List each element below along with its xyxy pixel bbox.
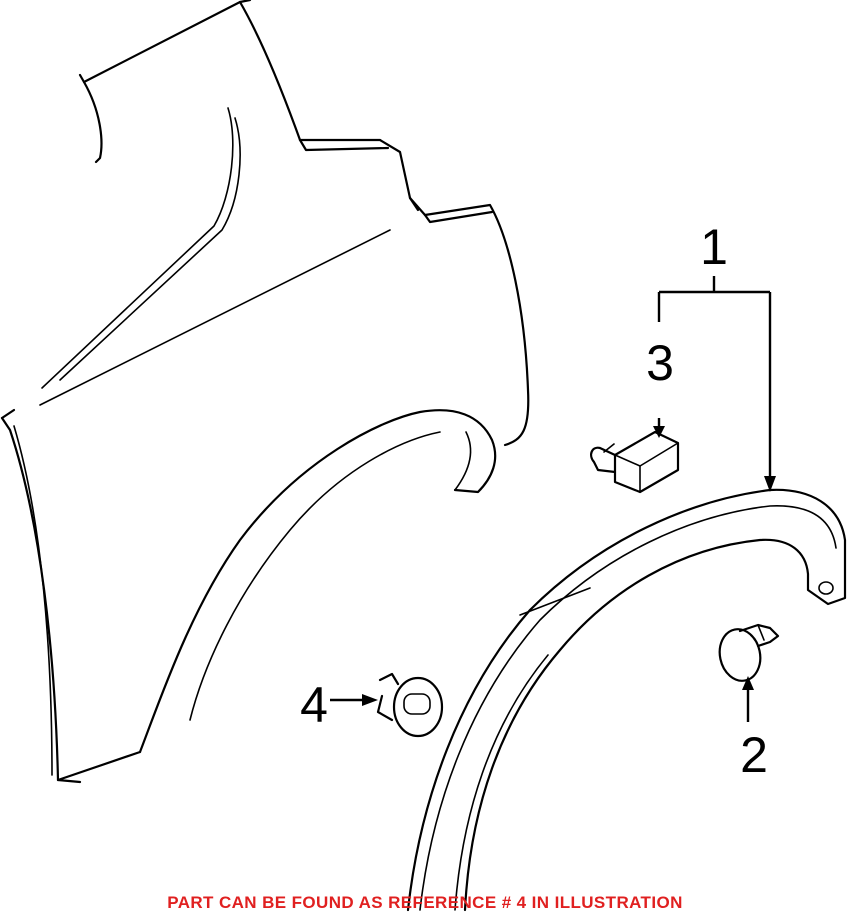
push-pin-part-2 bbox=[718, 623, 780, 682]
quarter-panel bbox=[0, 0, 530, 784]
callout-4: 4 bbox=[300, 677, 328, 733]
callout-2: 2 bbox=[740, 727, 768, 783]
callout-3: 3 bbox=[646, 335, 674, 391]
arrow-to-part-2 bbox=[742, 676, 754, 690]
reference-note: PART CAN BE FOUND AS REFERENCE # 4 IN IL… bbox=[167, 893, 683, 912]
arrow-to-part-1 bbox=[764, 476, 776, 492]
callout-leaders bbox=[330, 276, 776, 722]
retainer-part-4 bbox=[376, 672, 444, 738]
clip-part-3 bbox=[590, 430, 680, 494]
arrow-to-part-3 bbox=[653, 426, 665, 438]
callout-1: 1 bbox=[700, 219, 728, 275]
arrow-to-part-4 bbox=[362, 694, 378, 706]
wheel-arch-molding bbox=[406, 488, 847, 912]
